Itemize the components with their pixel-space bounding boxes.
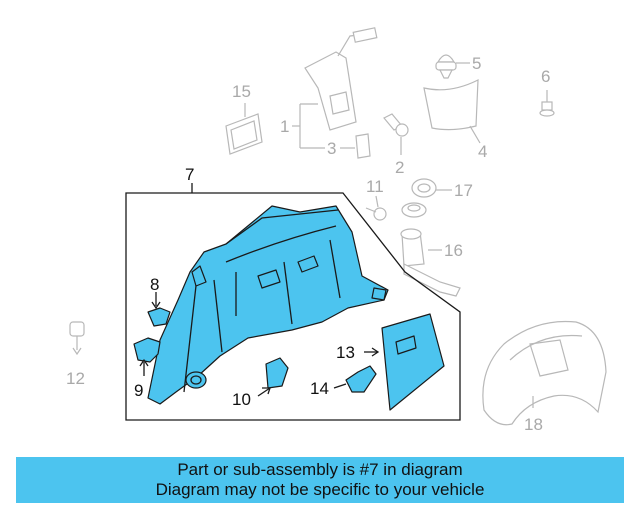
part-7-frame — [125, 192, 461, 421]
callout-2: 2 — [395, 158, 404, 177]
banner-line-2: Diagram may not be specific to your vehi… — [155, 480, 485, 499]
part-16-outlet — [400, 228, 461, 297]
callout-11: 11 — [366, 177, 384, 196]
callout-9: 9 — [134, 381, 143, 400]
part-5-clip — [435, 54, 470, 79]
part-9-bracket — [133, 337, 161, 376]
part-6-bolt — [539, 90, 555, 117]
callout-17: 17 — [454, 181, 473, 200]
callout-13: 13 — [336, 343, 355, 362]
part-7-quarter-trim — [147, 205, 389, 405]
callout-7: 7 — [185, 165, 194, 184]
part-1-panel — [304, 27, 378, 131]
info-banner: Part or sub-assembly is #7 in diagram Di… — [16, 457, 624, 503]
callout-1: 1 — [280, 117, 289, 136]
part-11-screw — [365, 195, 387, 221]
callout-12: 12 — [66, 369, 85, 388]
callout-10: 10 — [232, 390, 251, 409]
callout-5: 5 — [472, 54, 481, 73]
part-18-liner — [482, 320, 607, 426]
callout-14: 14 — [310, 379, 329, 398]
callout-6: 6 — [541, 67, 550, 86]
part-17-cap — [401, 178, 452, 218]
part-13-cover — [364, 313, 445, 411]
part-10-clip — [257, 357, 289, 397]
callout-16: 16 — [444, 241, 463, 260]
callout-3: 3 — [327, 139, 336, 158]
part-15-bracket — [225, 103, 263, 155]
callout-15: 15 — [232, 82, 251, 101]
callout-18: 18 — [524, 415, 543, 434]
part-2-screw — [383, 113, 409, 155]
part-8-clip — [147, 292, 171, 327]
callout-4: 4 — [478, 142, 487, 161]
callout-8: 8 — [150, 275, 159, 294]
part-1-bracket-lines — [292, 103, 355, 149]
banner-line-1: Part or sub-assembly is #7 in diagram — [177, 460, 463, 479]
part-14-bracket — [333, 365, 377, 393]
part-3-plate — [355, 133, 371, 159]
part-4-panel — [423, 79, 481, 144]
part-12-pin — [69, 321, 85, 356]
